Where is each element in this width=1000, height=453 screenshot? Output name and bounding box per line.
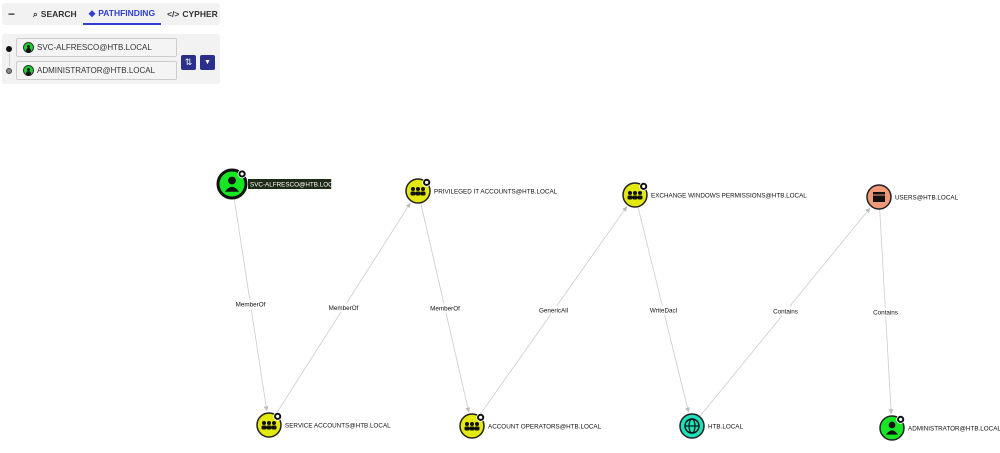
edge-label: GenericAll xyxy=(539,308,568,315)
edge-label: MemberOf xyxy=(430,306,460,313)
group-icon xyxy=(410,187,426,196)
edge-memberof[interactable]: MemberOf xyxy=(231,183,269,412)
swap-button[interactable]: ⇅ xyxy=(181,55,196,70)
node-label: EXCHANGE WINDOWS PERMISSIONS@HTB.LOCAL xyxy=(651,192,807,199)
edge-label-bg xyxy=(325,303,362,312)
edge-label-bg xyxy=(535,305,572,315)
edge-label-bg xyxy=(767,306,804,316)
tab-cypher[interactable]: </>CYPHER xyxy=(161,3,224,25)
node-label: ACCOUNT OPERATORS@HTB.LOCAL xyxy=(488,423,602,430)
node-svcacc[interactable]: SERVICE ACCOUNTS@HTB.LOCAL xyxy=(256,411,391,438)
user-icon xyxy=(23,65,34,76)
node-label: HTB.LOCAL xyxy=(708,423,743,430)
edge-label-bg xyxy=(427,303,463,313)
node-label: PRIVILEGED IT ACCOUNTS@HTB.LOCAL xyxy=(434,188,558,195)
edge-memberof[interactable]: MemberOf xyxy=(268,202,411,426)
edge-writedacl[interactable]: WriteDacl xyxy=(634,194,690,413)
tab-search[interactable]: ⌕SEARCH xyxy=(27,3,83,25)
search-icon: ⌕ xyxy=(33,8,38,19)
edge-line[interactable] xyxy=(691,207,871,427)
badge-dot xyxy=(479,415,483,419)
edge-label: Contains xyxy=(773,309,798,316)
edge-label: WriteDacl xyxy=(650,308,677,315)
tab-search-label: SEARCH xyxy=(40,9,77,19)
edge-memberof[interactable]: MemberOf xyxy=(417,190,471,413)
node-accop[interactable]: ACCOUNT OPERATORS@HTB.LOCAL xyxy=(459,412,602,439)
user-icon xyxy=(886,421,898,435)
edge-label-bg xyxy=(867,307,904,317)
node-label-bg xyxy=(283,420,381,430)
source-dot-icon xyxy=(6,46,12,52)
tab-pathfinding-label: PATHFINDING xyxy=(98,8,156,18)
node-label-bg xyxy=(486,421,588,431)
edge-label: Contains xyxy=(873,310,898,317)
badge-dot xyxy=(276,414,280,418)
edge-label-bg xyxy=(232,299,269,309)
filter-button[interactable]: ▼ xyxy=(200,55,215,70)
badge-dot xyxy=(240,172,244,176)
badge-dot xyxy=(899,417,903,421)
node-label-bg xyxy=(906,423,993,433)
swap-icon: ⇅ xyxy=(184,57,193,67)
node-svc[interactable]: SVC-ALFRESCO@HTB.LOCAL xyxy=(216,168,341,200)
edge-contains[interactable]: Contains xyxy=(691,207,871,427)
badge-dot xyxy=(642,184,646,188)
edge-genericall[interactable]: GenericAll xyxy=(471,206,628,427)
search-panel: − ⌕SEARCH ◆PATHFINDING </>CYPHER SVC-ALF… xyxy=(2,3,220,84)
edge-label: MemberOf xyxy=(236,302,266,309)
node-label: SVC-ALFRESCO@HTB.LOCAL xyxy=(250,181,341,188)
target-value: ADMINISTRATOR@HTB.LOCAL xyxy=(37,66,156,75)
edge-line[interactable] xyxy=(878,196,894,415)
user-icon xyxy=(225,176,239,192)
collapse-button[interactable]: − xyxy=(8,7,16,21)
code-icon: </> xyxy=(167,9,180,19)
node-exch[interactable]: EXCHANGE WINDOWS PERMISSIONS@HTB.LOCAL xyxy=(622,181,807,208)
pathfinding-form: SVC-ALFRESCO@HTB.LOCAL ADMINISTRATOR@HTB… xyxy=(2,34,220,84)
group-icon xyxy=(627,191,643,200)
edge-line[interactable] xyxy=(231,183,269,412)
node-label-bg xyxy=(432,186,552,196)
node-label-bg xyxy=(649,190,790,200)
edge-label: MemberOf xyxy=(329,305,359,312)
ou-icon xyxy=(873,192,885,202)
group-icon xyxy=(261,421,277,430)
filter-icon: ▼ xyxy=(204,59,211,66)
target-node-input[interactable]: ADMINISTRATOR@HTB.LOCAL xyxy=(16,61,177,80)
edge-line[interactable] xyxy=(471,206,628,427)
node-label: SERVICE ACCOUNTS@HTB.LOCAL xyxy=(285,422,391,429)
edge-contains[interactable]: Contains xyxy=(867,196,904,415)
node-label-bg xyxy=(248,179,332,189)
node-label: USERS@HTB.LOCAL xyxy=(895,194,959,201)
node-htb[interactable]: HTB.LOCAL xyxy=(679,413,743,439)
tab-bar: − ⌕SEARCH ◆PATHFINDING </>CYPHER xyxy=(2,3,220,25)
source-node-input[interactable]: SVC-ALFRESCO@HTB.LOCAL xyxy=(16,38,177,57)
domain-icon xyxy=(684,418,700,434)
edge-line[interactable] xyxy=(417,190,471,413)
edge-line[interactable] xyxy=(634,194,690,413)
node-priv[interactable]: PRIVILEGED IT ACCOUNTS@HTB.LOCAL xyxy=(405,177,558,204)
edge-line[interactable] xyxy=(268,202,411,426)
node-label: ADMINISTRATOR@HTB.LOCAL xyxy=(908,425,1000,432)
node-admin[interactable]: ADMINISTRATOR@HTB.LOCAL xyxy=(879,414,1000,441)
tab-pathfinding[interactable]: ◆PATHFINDING xyxy=(82,3,162,25)
tab-cypher-label: CYPHER xyxy=(182,9,218,19)
pathfinding-icon: ◆ xyxy=(88,7,96,18)
node-label-bg xyxy=(893,192,951,202)
edge-label-bg xyxy=(645,305,682,315)
user-icon xyxy=(23,42,34,53)
group-icon xyxy=(464,422,480,431)
badge-dot xyxy=(425,180,429,184)
connector-line xyxy=(8,53,10,66)
target-dot-icon xyxy=(6,68,12,74)
node-label-bg xyxy=(706,421,743,431)
source-value: SVC-ALFRESCO@HTB.LOCAL xyxy=(37,43,152,52)
node-users[interactable]: USERS@HTB.LOCAL xyxy=(866,184,959,210)
